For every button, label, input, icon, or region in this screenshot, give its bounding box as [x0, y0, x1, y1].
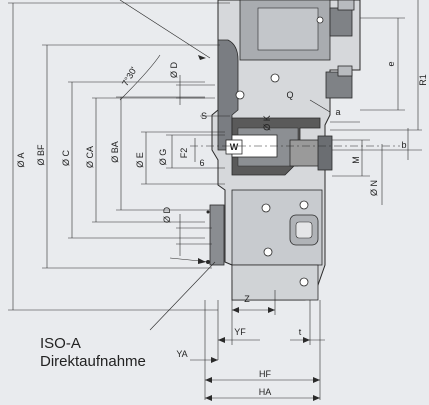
label-oA: Ø A	[16, 152, 26, 167]
label-oBF: Ø BF	[36, 144, 46, 166]
screw-7	[316, 16, 324, 24]
label-Z: Z	[244, 294, 250, 304]
label-oCA: Ø CA	[85, 146, 95, 168]
label-oK: Ø K	[262, 115, 272, 131]
label-oE: Ø E	[135, 152, 145, 168]
screw-2	[235, 90, 245, 100]
label-M: M	[351, 156, 361, 164]
label-oC: Ø C	[61, 150, 71, 167]
label-e: e	[386, 61, 396, 66]
label-F2: F2	[179, 148, 189, 159]
label-angle: 7°30'	[120, 65, 139, 88]
screw-1	[270, 73, 280, 83]
coupling-cap	[317, 135, 333, 171]
lower-slot-inner	[295, 221, 313, 239]
left-plate	[209, 204, 225, 266]
callout-iso-a: ISO-A Direktaufnahme	[40, 335, 146, 370]
label-a: a	[335, 107, 340, 117]
label-HA: HA	[259, 387, 272, 397]
label-oD-bottom: Ø D	[162, 207, 172, 224]
label-S: S	[201, 111, 207, 121]
label-YA: YA	[176, 349, 187, 359]
arrow-heads	[198, 55, 320, 401]
machine-body	[206, 0, 361, 301]
screw-4	[299, 200, 309, 210]
label-t: t	[299, 327, 302, 337]
label-oD-top: Ø D	[169, 62, 179, 79]
screw-5	[263, 247, 273, 257]
label-W: W	[230, 142, 239, 152]
dimension-lines	[8, 0, 422, 400]
label-YF: YF	[234, 327, 246, 337]
fitting-mid-nut	[337, 65, 353, 77]
fitting-top	[329, 7, 353, 37]
label-b: b	[401, 140, 406, 150]
top-block-inner	[257, 7, 319, 51]
label-R1: R1	[418, 74, 428, 86]
label-oBA: Ø BA	[110, 141, 120, 163]
callout-line2: Direktaufnahme	[40, 353, 146, 370]
label-oG: Ø G	[158, 149, 168, 166]
port-dot-2	[206, 210, 210, 214]
w-slot	[225, 139, 243, 155]
label-six: 6	[199, 158, 204, 168]
label-HF: HF	[259, 369, 271, 379]
screw-6	[299, 277, 309, 287]
label-Q: Q	[286, 90, 293, 100]
screw-3	[261, 203, 271, 213]
fitting-top-nut	[337, 0, 355, 11]
callout-line1: ISO-A	[40, 335, 81, 352]
label-oN: Ø N	[369, 180, 379, 196]
